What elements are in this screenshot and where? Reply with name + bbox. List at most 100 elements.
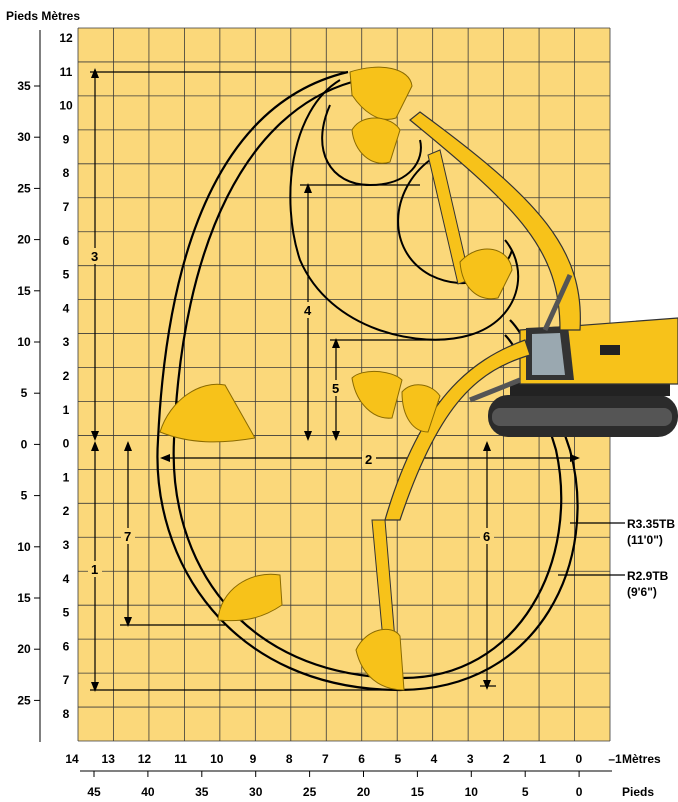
meter-bottom-label: 2 bbox=[503, 752, 510, 766]
dim-1-label: 1 bbox=[91, 562, 98, 577]
meter-bottom-label: 7 bbox=[322, 752, 329, 766]
bucket-icon bbox=[351, 117, 401, 164]
feet-tick-label: 5 bbox=[21, 489, 28, 503]
feet-bottom-label: 10 bbox=[465, 785, 479, 799]
range-envelope-outer bbox=[156, 70, 579, 692]
feet-tick-label: 15 bbox=[17, 284, 31, 298]
meter-bottom-label: 3 bbox=[467, 752, 474, 766]
legend-r335-name: R3.35TB bbox=[627, 517, 675, 531]
feet-tick-label: 35 bbox=[17, 79, 31, 93]
dim-7-label: 7 bbox=[124, 529, 131, 544]
feet-tick-label: 5 bbox=[21, 386, 28, 400]
meter-tick-label: 3 bbox=[63, 538, 70, 552]
cab-window bbox=[532, 333, 565, 375]
stick-upper bbox=[427, 149, 471, 285]
dim-4-bg bbox=[301, 302, 315, 318]
feet-bottom-label: 5 bbox=[522, 785, 529, 799]
meter-bottom-label: 10 bbox=[210, 752, 224, 766]
boom-upper bbox=[409, 111, 581, 331]
arrow-head bbox=[91, 441, 99, 451]
undercarriage bbox=[510, 382, 670, 396]
meter-tick-label: 11 bbox=[60, 65, 73, 79]
arrow-head bbox=[483, 680, 491, 690]
feet-tick-label: 10 bbox=[17, 540, 31, 554]
feet-bottom-label: 0 bbox=[576, 785, 583, 799]
bucket-icon bbox=[349, 66, 413, 120]
meter-bottom-label: –1 bbox=[608, 752, 622, 766]
feet-tick-label: 25 bbox=[17, 693, 31, 707]
arrow-head bbox=[332, 431, 340, 441]
feet-tick-label: 20 bbox=[17, 642, 31, 656]
arrow-head bbox=[91, 68, 99, 78]
units-title: Pieds Mètres bbox=[6, 9, 80, 23]
meter-tick-label: 2 bbox=[63, 369, 70, 383]
legend-r29-length: (9'6") bbox=[627, 585, 657, 599]
feet-bottom-label: 20 bbox=[357, 785, 371, 799]
bucket-icon bbox=[217, 573, 283, 622]
dim-6-label: 6 bbox=[483, 529, 490, 544]
arrow-head bbox=[124, 441, 132, 451]
cylinder bbox=[542, 273, 573, 332]
feet-bottom-label: 30 bbox=[249, 785, 263, 799]
arrow-head bbox=[91, 682, 99, 692]
meter-tick-label: 1 bbox=[63, 470, 70, 484]
feet-bottom-label: 15 bbox=[411, 785, 425, 799]
feet-tick-label: 25 bbox=[17, 181, 31, 195]
range-envelope-inner bbox=[172, 80, 563, 680]
arrow-head bbox=[570, 454, 580, 462]
meter-tick-label: 6 bbox=[63, 234, 70, 248]
meter-tick-label: 3 bbox=[63, 335, 70, 349]
arrow-head bbox=[304, 431, 312, 441]
bucket-icon bbox=[159, 383, 256, 443]
meter-tick-label: 6 bbox=[63, 639, 70, 653]
meter-tick-label: 2 bbox=[63, 504, 70, 518]
meter-tick-label: 8 bbox=[63, 166, 70, 180]
arrow-head bbox=[304, 183, 312, 193]
dim-4-label: 4 bbox=[304, 303, 312, 318]
dim-7-bg bbox=[121, 528, 135, 544]
arrow-head bbox=[483, 441, 491, 451]
meter-tick-label: 10 bbox=[59, 99, 73, 113]
bucket-icon bbox=[401, 384, 441, 433]
meter-tick-label: 0 bbox=[63, 437, 70, 451]
legend-r335-length: (11'0") bbox=[627, 533, 663, 547]
arrow-head bbox=[124, 617, 132, 627]
meter-tick-label: 7 bbox=[63, 673, 70, 687]
meter-tick-label: 12 bbox=[59, 31, 73, 45]
feet-tick-label: 20 bbox=[17, 233, 31, 247]
arrow-head bbox=[332, 338, 340, 348]
meter-tick-label: 1 bbox=[63, 403, 70, 417]
dim-2-bg bbox=[362, 451, 376, 467]
meter-tick-label: 7 bbox=[63, 200, 70, 214]
feet-bottom-label: 45 bbox=[87, 785, 101, 799]
feet-tick-label: 15 bbox=[17, 591, 31, 605]
meter-bottom-label: 13 bbox=[102, 752, 116, 766]
dim-5-bg bbox=[329, 380, 343, 396]
arrow-head bbox=[91, 431, 99, 441]
meter-tick-label: 9 bbox=[63, 132, 70, 146]
feet-tick-label: 0 bbox=[21, 437, 28, 451]
cat-logo-icon bbox=[600, 345, 620, 355]
meter-tick-label: 5 bbox=[63, 606, 70, 620]
dim-5-label: 5 bbox=[332, 381, 339, 396]
meter-bottom-label: 6 bbox=[358, 752, 365, 766]
bucket-arc-upper bbox=[289, 79, 520, 341]
feet-tick-label: 10 bbox=[17, 335, 31, 349]
meter-bottom-label: 4 bbox=[431, 752, 438, 766]
meter-bottom-label: 8 bbox=[286, 752, 293, 766]
meter-tick-label: 5 bbox=[63, 268, 70, 282]
meter-bottom-label: 12 bbox=[138, 752, 152, 766]
meter-tick-label: 8 bbox=[63, 707, 70, 721]
legend-r29-name: R2.9TB bbox=[627, 569, 669, 583]
meter-tick-label: 4 bbox=[63, 572, 70, 586]
meter-bottom-label: 0 bbox=[575, 752, 582, 766]
excavator-icon bbox=[371, 111, 678, 641]
meter-bottom-label: 5 bbox=[394, 752, 401, 766]
arrow-head bbox=[160, 454, 170, 462]
meter-bottom-label: 9 bbox=[250, 752, 257, 766]
meter-tick-label: 4 bbox=[63, 301, 70, 315]
